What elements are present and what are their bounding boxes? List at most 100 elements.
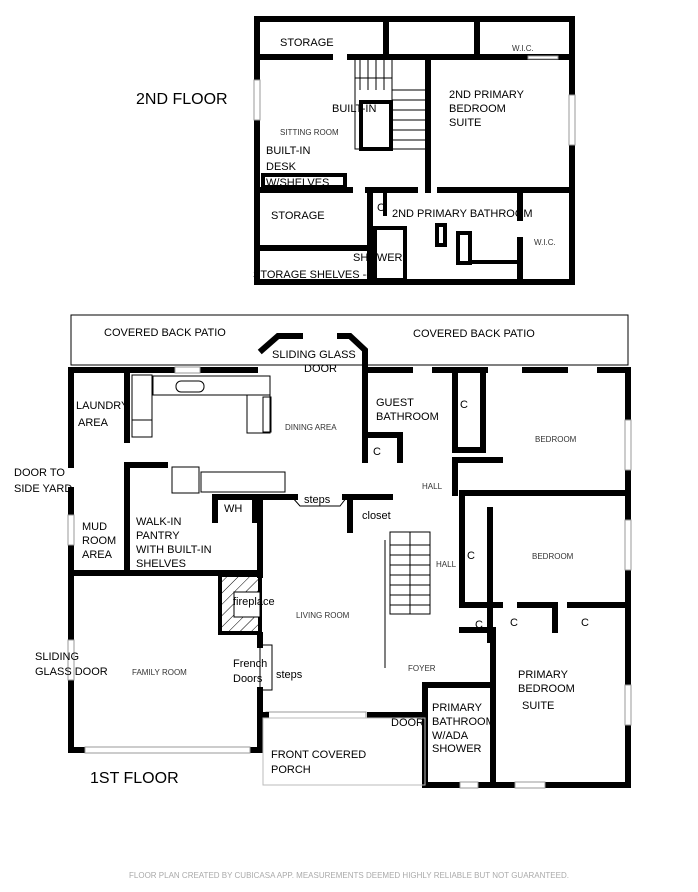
label-pantry: SHELVES <box>136 558 186 570</box>
label-primary-suite: BEDROOM <box>518 683 575 695</box>
label-sitting-room: SITTING ROOM <box>280 128 339 137</box>
label-guest-bath: GUEST <box>376 397 414 409</box>
label-primary-bath: PRIMARY <box>432 702 483 714</box>
built-in-desk <box>261 173 347 189</box>
walls <box>254 16 575 193</box>
second-floor-title: 2ND FLOOR <box>136 91 228 108</box>
label-steps: steps <box>276 669 303 681</box>
label-storage-shelves: STORAGE SHELVES --> <box>253 269 376 281</box>
first-floor-title: 1ST FLOOR <box>90 770 179 787</box>
bay-walls <box>257 333 368 373</box>
sink-icon <box>175 380 205 393</box>
front-covered-porch <box>262 717 426 786</box>
first-floor-plan: 1ST FLOOR COVERED BACK PATIO COVERED BAC… <box>14 314 632 789</box>
window <box>459 781 479 789</box>
second-floor-outer-wall <box>254 16 575 285</box>
label-wic: W.I.C. <box>534 238 556 247</box>
window <box>624 519 632 571</box>
label-side-door: SIDE YARD <box>14 483 72 495</box>
label-primary-suite: SUITE <box>522 700 554 712</box>
label-sliding-door: GLASS DOOR <box>35 666 108 678</box>
label-closet: C <box>475 619 483 631</box>
label-closet: C <box>460 399 468 411</box>
label-french-doors: French <box>233 658 267 670</box>
label-living-room: LIVING ROOM <box>296 611 350 620</box>
label-suite: BEDROOM <box>449 103 506 115</box>
label-closet: C <box>377 202 385 214</box>
label-desk: DESK <box>266 161 297 173</box>
label-sliding-door: SLIDING <box>35 651 79 663</box>
label-mud-room: MUD <box>82 521 107 533</box>
label-primary-bath: SHOWER <box>432 743 482 755</box>
label-french-doors: Doors <box>233 673 263 685</box>
label-primary-suite: PRIMARY <box>518 669 569 681</box>
label-porch: PORCH <box>271 764 311 776</box>
steps <box>291 496 348 507</box>
french-doors[interactable] <box>259 644 273 691</box>
label-closet: C <box>373 446 381 458</box>
label-family-room: FAMILY ROOM <box>132 668 187 677</box>
window <box>253 79 261 121</box>
interior-walls <box>68 372 496 788</box>
label-storage: STORAGE <box>280 37 334 49</box>
label-sliding-door[interactable]: SLIDING GLASS <box>272 349 356 361</box>
label-water-heater: WH <box>224 503 242 515</box>
label-wic: W.I.C. <box>512 44 534 53</box>
label-suite: 2ND PRIMARY <box>449 89 525 101</box>
tub-icon <box>456 231 472 265</box>
interior-walls <box>342 457 503 533</box>
label-steps: steps <box>304 494 331 506</box>
label-fireplace: fireplace <box>233 596 275 608</box>
label-suite: SUITE <box>449 117 481 129</box>
label-side-door: DOOR TO <box>14 467 65 479</box>
built-in-cabinet <box>359 100 393 151</box>
label-mud-room: ROOM <box>82 535 116 547</box>
shower <box>373 226 407 282</box>
label-desk: W/SHELVES <box>266 177 329 189</box>
window <box>67 514 75 546</box>
label-closet: C <box>467 550 475 562</box>
label-laundry: LAUNDRY <box>76 400 129 412</box>
label-bedroom: BEDROOM <box>532 552 574 561</box>
label-closet: C <box>510 617 518 629</box>
label-hall: HALL <box>422 482 443 491</box>
window <box>514 781 546 789</box>
window <box>84 746 251 754</box>
door-opening <box>527 55 559 60</box>
label-built-in: BUILT-IN <box>332 103 376 115</box>
label-bedroom: BEDROOM <box>535 435 577 444</box>
label-laundry: AREA <box>78 417 109 429</box>
label-pantry: PANTRY <box>136 530 180 542</box>
kitchen-counters <box>131 374 286 494</box>
label-porch: FRONT COVERED <box>271 749 366 761</box>
label-mud-room: AREA <box>82 549 113 561</box>
window <box>265 711 367 719</box>
label-closet: C <box>581 617 589 629</box>
covered-back-patio <box>70 314 629 366</box>
label-storage: STORAGE <box>271 210 325 222</box>
window <box>568 94 576 146</box>
window <box>174 366 201 374</box>
fireplace <box>218 573 262 635</box>
label-hall: HALL <box>436 560 457 569</box>
interior-walls <box>362 372 631 643</box>
label-sliding-door[interactable]: DOOR <box>304 363 337 375</box>
label-dining: DINING AREA <box>285 423 337 432</box>
label-pantry: WALK-IN <box>136 516 181 528</box>
label-patio: COVERED BACK PATIO <box>104 327 226 339</box>
label-primary-bath: BATHROOM <box>432 716 495 728</box>
sliding-glass-door <box>67 639 75 681</box>
label-shower: SHOWER <box>353 252 403 264</box>
label-pantry: WITH BUILT-IN <box>136 544 212 556</box>
footer-disclaimer: FLOOR PLAN CREATED BY CUBICASA APP. MEAS… <box>129 871 569 880</box>
label-primary-bath: W/ADA <box>432 730 469 742</box>
label-front-door[interactable]: DOOR <box>391 717 424 729</box>
label-patio: COVERED BACK PATIO <box>413 328 535 340</box>
label-bathroom: 2ND PRIMARY BATHROOM <box>392 208 533 220</box>
label-guest-bath: BATHROOM <box>376 411 439 423</box>
label-foyer: FOYER <box>408 664 436 673</box>
label-desk: BUILT-IN <box>266 145 310 157</box>
walls <box>254 187 575 285</box>
window <box>624 419 632 471</box>
